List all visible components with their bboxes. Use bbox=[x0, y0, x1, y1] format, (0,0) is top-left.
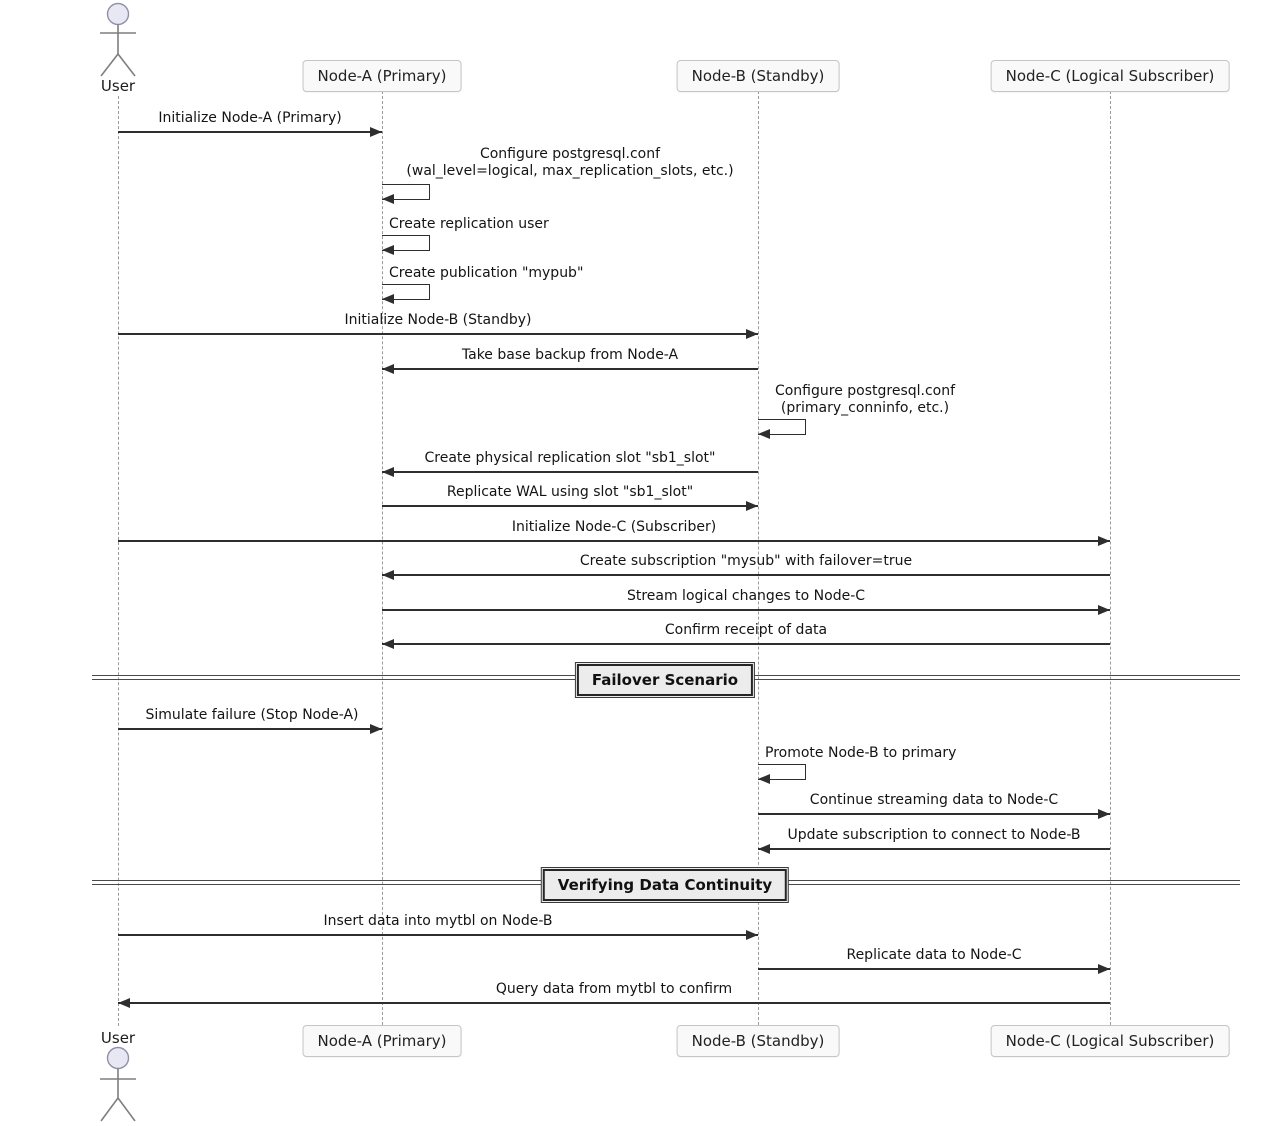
message-label: Promote Node-B to primary bbox=[765, 745, 957, 761]
message-label: Create publication "mypub" bbox=[389, 265, 584, 281]
participant-node-c-top: Node-C (Logical Subscriber) bbox=[990, 60, 1230, 92]
self-message-loop bbox=[758, 419, 806, 435]
message-label: Create subscription "mysub" with failove… bbox=[579, 553, 913, 569]
arrow-line bbox=[118, 333, 758, 335]
arrow-line bbox=[382, 368, 758, 370]
arrow-line bbox=[758, 848, 1110, 850]
arrowhead bbox=[382, 467, 394, 477]
arrowhead bbox=[758, 429, 770, 439]
message-label: Stream logical changes to Node-C bbox=[626, 588, 866, 604]
arrowhead bbox=[382, 364, 394, 374]
message-label: Query data from mytbl to confirm bbox=[495, 981, 733, 997]
arrowhead bbox=[746, 930, 758, 940]
message-label: Update subscription to connect to Node-B bbox=[787, 827, 1081, 843]
arrowhead bbox=[118, 998, 130, 1008]
message-label: Initialize Node-A (Primary) bbox=[158, 110, 342, 126]
participant-node-a-top: Node-A (Primary) bbox=[302, 60, 462, 92]
arrow-line bbox=[382, 471, 758, 473]
arrow-line bbox=[118, 1002, 1110, 1004]
actor-user-label-bottom: User bbox=[100, 1029, 136, 1047]
message-label: Replicate WAL using slot "sb1_slot" bbox=[446, 484, 694, 500]
self-message-loop bbox=[382, 284, 430, 300]
arrow-line bbox=[758, 968, 1110, 970]
arrowhead bbox=[758, 774, 770, 784]
arrowhead bbox=[382, 570, 394, 580]
arrowhead bbox=[1098, 809, 1110, 819]
actor-user-label-top: User bbox=[100, 77, 136, 95]
message-label: Take base backup from Node-A bbox=[461, 347, 679, 363]
arrowhead bbox=[382, 245, 394, 255]
participant-node-a-bottom: Node-A (Primary) bbox=[302, 1025, 462, 1057]
message-label: Configure postgresql.conf (primary_conni… bbox=[774, 383, 956, 416]
arrowhead bbox=[746, 329, 758, 339]
divider-label: Verifying Data Continuity bbox=[542, 869, 788, 901]
actor-user-figure-top bbox=[94, 2, 142, 82]
arrowhead bbox=[1098, 964, 1110, 974]
arrowhead bbox=[370, 127, 382, 137]
message-label: Insert data into mytbl on Node-B bbox=[323, 913, 553, 929]
arrow-line bbox=[118, 131, 382, 133]
message-label: Replicate data to Node-C bbox=[846, 947, 1022, 963]
actor-user-figure-bottom bbox=[94, 1046, 142, 1126]
message-label: Configure postgresql.conf (wal_level=log… bbox=[406, 146, 734, 179]
arrowhead bbox=[382, 639, 394, 649]
participant-node-c-bottom: Node-C (Logical Subscriber) bbox=[990, 1025, 1230, 1057]
arrowhead bbox=[382, 194, 394, 204]
divider-label: Failover Scenario bbox=[576, 664, 754, 696]
message-label: Initialize Node-B (Standby) bbox=[344, 312, 532, 328]
arrowhead bbox=[382, 294, 394, 304]
arrow-line bbox=[118, 728, 382, 730]
lifeline-user bbox=[117, 96, 119, 1026]
message-label: Confirm receipt of data bbox=[664, 622, 828, 638]
arrow-line bbox=[118, 934, 758, 936]
self-message-loop bbox=[382, 235, 430, 251]
arrow-line bbox=[118, 540, 1110, 542]
participant-node-b-top: Node-B (Standby) bbox=[676, 60, 840, 92]
arrowhead bbox=[370, 724, 382, 734]
arrowhead bbox=[1098, 605, 1110, 615]
arrowhead bbox=[758, 844, 770, 854]
lifeline-node-a bbox=[381, 91, 383, 1025]
lifeline-node-c bbox=[1109, 91, 1111, 1025]
message-label: Simulate failure (Stop Node-A) bbox=[145, 707, 359, 723]
actor-icon bbox=[100, 1046, 136, 1122]
message-label: Create replication user bbox=[389, 216, 549, 232]
actor-icon bbox=[100, 2, 136, 77]
participant-node-b-bottom: Node-B (Standby) bbox=[676, 1025, 840, 1057]
self-message-loop bbox=[758, 764, 806, 780]
self-message-loop bbox=[382, 184, 430, 200]
arrow-line bbox=[382, 574, 1110, 576]
arrow-line bbox=[758, 813, 1110, 815]
arrow-line bbox=[382, 609, 1110, 611]
message-label: Create physical replication slot "sb1_sl… bbox=[424, 450, 716, 466]
lifeline-node-b bbox=[757, 91, 759, 1025]
arrowhead bbox=[746, 501, 758, 511]
arrowhead bbox=[1098, 536, 1110, 546]
arrow-line bbox=[382, 505, 758, 507]
arrow-line bbox=[382, 643, 1110, 645]
message-label: Continue streaming data to Node-C bbox=[809, 792, 1059, 808]
message-label: Initialize Node-C (Subscriber) bbox=[511, 519, 717, 535]
